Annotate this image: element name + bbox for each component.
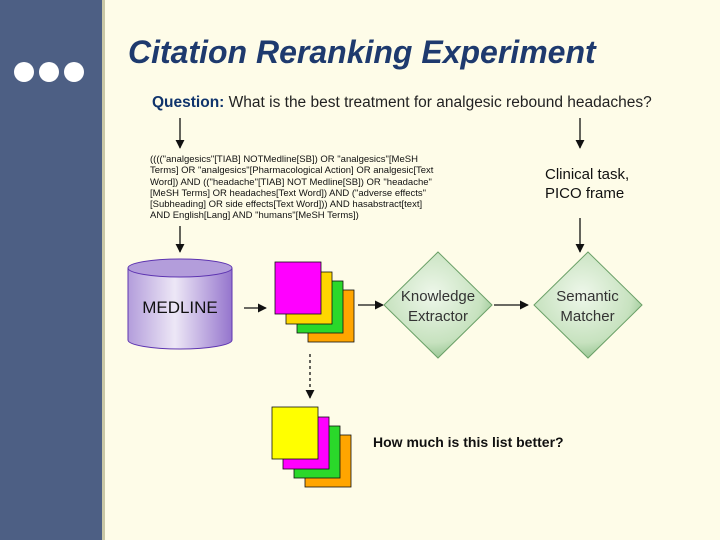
retrieved-citations-cards	[274, 261, 355, 343]
medline-label: MEDLINE	[142, 298, 218, 317]
knowledge-extractor-label: Knowledge Extractor	[400, 288, 476, 325]
medline-database-icon	[127, 258, 233, 350]
clinical-task-label: Clinical task,	[545, 166, 630, 183]
clinical-task: Clinical task, PICO frame	[545, 165, 629, 203]
sidebar-edge	[102, 0, 105, 540]
logo-dot	[14, 62, 34, 82]
logo-dot	[39, 62, 59, 82]
pico-frame-label: PICO frame	[545, 185, 625, 202]
sidebar	[0, 0, 102, 540]
semantic-matcher-diamond	[533, 251, 643, 359]
logo-dots	[14, 62, 84, 82]
semantic-matcher-label: Semantic Matcher	[556, 288, 619, 325]
question-text: What is the best treatment for analgesic…	[224, 94, 652, 111]
closing-question: How much is this list better?	[373, 434, 564, 450]
knowledge-extractor-diamond	[383, 251, 493, 359]
question: Question: What is the best treatment for…	[152, 94, 652, 112]
reranked-citations-cards	[271, 406, 352, 488]
search-query: (((("analgesics"[TIAB] NOTMedline[SB]) O…	[150, 154, 434, 222]
logo-dot	[64, 62, 84, 82]
question-label: Question:	[152, 94, 225, 111]
slide-title: Citation Reranking Experiment	[128, 34, 596, 70]
